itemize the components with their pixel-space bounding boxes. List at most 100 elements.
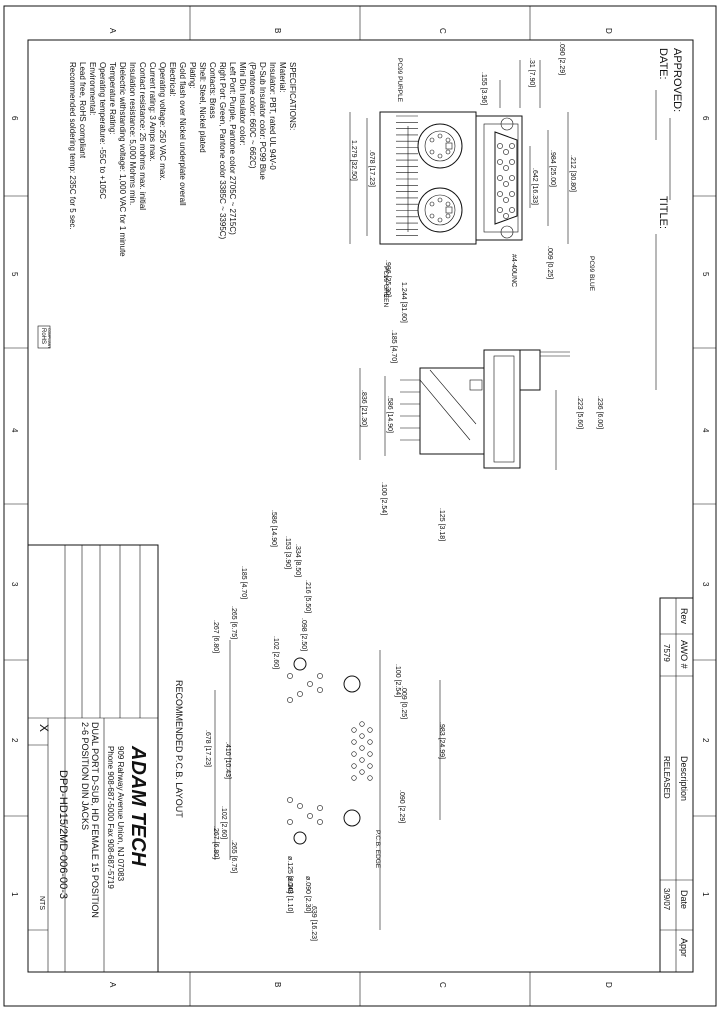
- label-purple: PC99 PURPLE: [396, 58, 403, 103]
- dim-996: .996 [25.30]: [384, 260, 391, 297]
- din-pin: [445, 201, 451, 207]
- company-address: 909 Rahway Avenue Union, NJ 07083: [116, 746, 125, 882]
- pcb-dim: .185 [4.70]: [240, 566, 247, 599]
- pcb-caption: RECOMMENDED P.C.B. LAYOUT: [174, 680, 184, 818]
- pcb-dim: .639 [16.23]: [310, 904, 317, 941]
- dim-009: .009 [0.25]: [546, 246, 553, 279]
- specifications: SPECIFICATIONS:Material:Insulator: PBT, …: [68, 62, 297, 257]
- spec-line: Environmental:: [88, 62, 97, 115]
- pcb-hole-dsub: [359, 733, 365, 739]
- zone-bottom-d: D: [604, 982, 613, 988]
- din-pins: [429, 133, 453, 223]
- din-jack-right: [417, 187, 463, 233]
- zone-bottom-a: A: [108, 982, 117, 988]
- jackscrew-right: [500, 225, 514, 239]
- mount-hole-right: [343, 809, 361, 827]
- din-pin: [437, 197, 443, 203]
- zone-top-a: A: [108, 28, 117, 34]
- spec-line: Material:: [278, 62, 287, 93]
- din-pin: [437, 217, 443, 223]
- spec-line: Electrical:: [168, 62, 177, 97]
- zone-left-1: 1: [10, 892, 19, 897]
- pcb-dim: .102 [2.60]: [220, 806, 227, 839]
- spec-line: Right Port: Green, Pantone color 3385C ~…: [218, 62, 227, 240]
- spec-line: Lead free, RoHS compliant: [78, 62, 87, 159]
- spec-line: Operating voltage: 250 VAC max.: [158, 62, 167, 181]
- zone-left-3: 3: [10, 582, 19, 587]
- dim-642: .642 [16.33]: [531, 168, 538, 205]
- pcb-dim: .586 [14.90]: [270, 510, 277, 547]
- dsub-pin: [497, 207, 503, 213]
- dim-100: .100 [2.54]: [380, 482, 387, 515]
- dsub-pin: [509, 159, 515, 165]
- pcb-hole-din: [297, 803, 303, 809]
- zone-top-c: C: [438, 28, 447, 34]
- zone-right-5: 5: [701, 272, 710, 277]
- din-jack-left: [417, 123, 463, 169]
- dsub-pin: [497, 159, 503, 165]
- pcb-dim: .009 [0.25]: [400, 686, 407, 719]
- spec-line: Recommended soldering temp: 235C for 5 s…: [68, 62, 77, 230]
- pcb-hole-din: [317, 687, 323, 693]
- pcb-dim: .102 [2.60]: [272, 636, 279, 669]
- pcb-dim: .983 [24.99]: [438, 722, 445, 759]
- pcb-hole-dsub: [359, 769, 365, 775]
- rev-row-date: 3/9/07: [662, 888, 671, 911]
- dsub-pin: [503, 165, 509, 171]
- pcb-dimensions: .586 [14.90] .153 [3.90].334 [8.50].216 […: [204, 510, 445, 941]
- pcb-hole-din: [307, 813, 313, 819]
- pcb-layout: [214, 640, 441, 930]
- pcb-hole-din: [317, 805, 323, 811]
- title-label: TITLE:: [657, 196, 669, 229]
- label-green: PC99 GREEN: [382, 266, 389, 307]
- title-block: [27, 544, 159, 973]
- dsub-pin: [509, 191, 515, 197]
- pcb-hole-din: [287, 697, 293, 703]
- spec-line: Temperature Rating:: [108, 62, 117, 134]
- scale-label: NTS: [38, 896, 45, 910]
- pcb-edge-label: P.C.B. EDGE: [374, 830, 381, 869]
- zone-bottom-c: C: [438, 982, 447, 988]
- front-view: [349, 60, 569, 245]
- dsub-pin: [497, 175, 503, 181]
- sheet-mark: X: [37, 724, 51, 732]
- pcb-hole-dsub: [359, 745, 365, 751]
- din-pin: [429, 137, 435, 143]
- din-pin: [429, 213, 435, 219]
- pcb-dim: .265 [6.75]: [230, 606, 237, 639]
- din-key: [445, 206, 453, 214]
- dsub-pin: [509, 175, 515, 181]
- dsub-pin: [503, 149, 509, 155]
- spec-line: Plating:: [188, 62, 197, 89]
- part-number: DPD-HD15/2MD-006-00-3: [57, 770, 69, 899]
- pcb-dim: .267 [6.80]: [212, 826, 219, 859]
- pcb-dim: .334 [8.50]: [294, 544, 301, 577]
- rev-col-awo: AWO #: [679, 640, 689, 669]
- dsub-pin-grid: [497, 143, 515, 219]
- dim-678: .678 [17.23]: [368, 150, 375, 187]
- zone-left-2: 2: [10, 738, 19, 743]
- dsub-pin: [497, 143, 503, 149]
- rohs-box: [37, 325, 51, 349]
- side-boss: [469, 379, 483, 391]
- pcb-hole-dsub: [351, 751, 357, 757]
- date-label: DATE:: [657, 48, 669, 80]
- dsub-pin: [509, 207, 515, 213]
- spec-line: (Pantone color: 660C ~ 662C): [248, 62, 257, 169]
- pcb-dim: .216 [5.50]: [304, 580, 311, 613]
- rev-col-rev: Rev: [679, 608, 689, 625]
- pcb-dim: .265 [6.75]: [230, 840, 237, 873]
- pcb-dim: .153 [3.90]: [284, 536, 291, 569]
- zone-right-3: 3: [701, 582, 710, 587]
- pcb-hole-din: [287, 673, 293, 679]
- dim-236: .236 [6.00]: [596, 396, 603, 429]
- zone-right-1: 1: [701, 892, 710, 897]
- jackscrew-left: [500, 117, 514, 131]
- dim-090: .090 [2.29]: [558, 42, 565, 75]
- spec-line: Shell: Steel, Nickel plated: [198, 62, 207, 153]
- din-pin: [437, 133, 443, 139]
- spec-line: Gold flash over Nickel underplate overal…: [178, 62, 187, 206]
- pcb-dim: .100 [2.54]: [394, 664, 401, 697]
